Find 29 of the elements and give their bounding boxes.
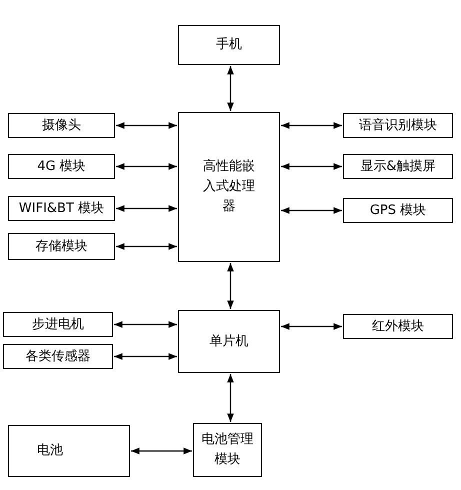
double-arrow: [116, 243, 177, 250]
double-arrow: [227, 66, 234, 111]
double-arrow: [281, 207, 342, 214]
double-arrow: [131, 448, 192, 454]
double-arrow: [281, 163, 342, 170]
module-box: 语音识别模块: [343, 113, 453, 138]
module-box: 各类传感器: [3, 344, 113, 369]
double-arrow: [116, 122, 177, 129]
module-box: GPS 模块: [343, 198, 453, 223]
module-box: 摄像头: [8, 113, 115, 138]
double-arrow: [114, 353, 177, 360]
module-box: 电池: [8, 425, 130, 477]
module-box: 显示&触摸屏: [343, 154, 453, 179]
module-box: 红外模块: [343, 314, 453, 339]
double-arrow: [116, 163, 177, 170]
module-box: 单片机: [178, 310, 280, 373]
double-arrow: [227, 263, 234, 309]
module-box: WIFI&BT 模块: [8, 196, 115, 221]
module-box: 电池管理模块: [193, 423, 262, 477]
double-arrow: [281, 323, 342, 330]
double-arrow: [227, 374, 234, 422]
module-box: 步进电机: [3, 312, 113, 337]
double-arrow: [281, 122, 342, 129]
module-box: 高性能嵌入式处理器: [178, 112, 280, 262]
double-arrow: [116, 205, 177, 212]
module-box: 4G 模块: [8, 154, 115, 179]
module-box: 存储模块: [8, 233, 115, 260]
module-box: 手机: [178, 25, 280, 65]
double-arrow: [114, 321, 177, 328]
